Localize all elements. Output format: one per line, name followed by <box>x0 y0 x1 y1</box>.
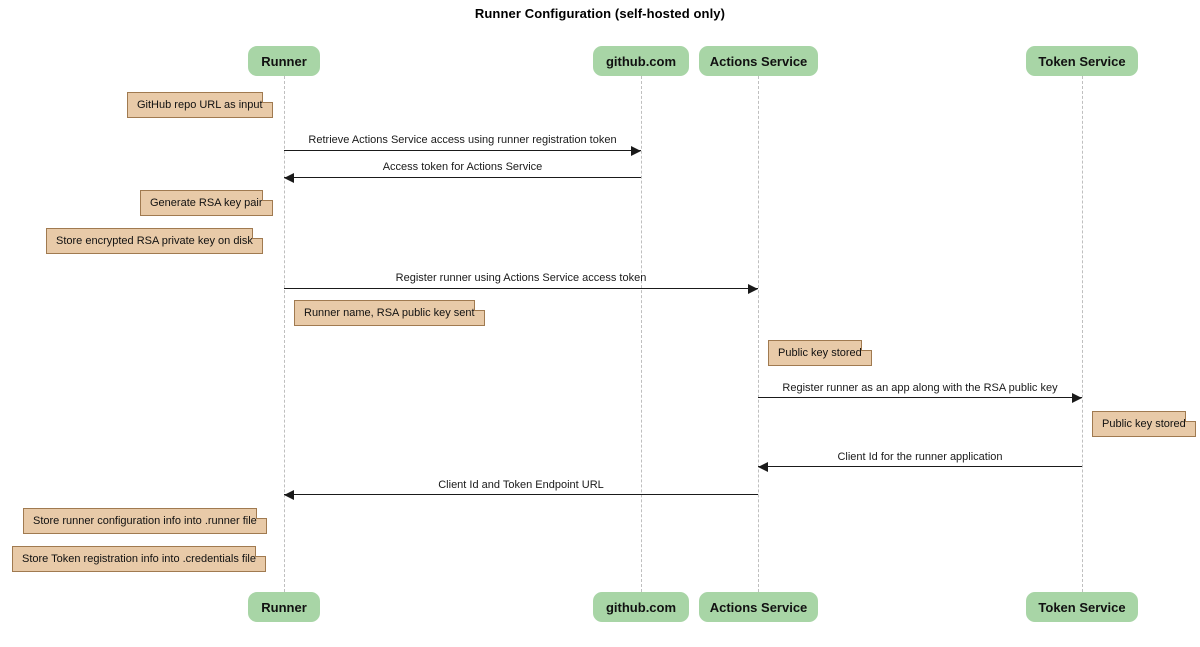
msg-client-id-label: Client Id for the runner application <box>837 451 1003 463</box>
msg-retrieve-actions-access-label: Retrieve Actions Service access using ru… <box>308 134 617 146</box>
note-fold-corner-icon <box>860 340 872 351</box>
msg-client-id-line <box>758 466 1082 467</box>
msg-client-id-token-endpoint-arrowhead <box>284 490 294 500</box>
lifeline-token <box>1082 76 1083 592</box>
msg-access-token-arrowhead <box>284 173 294 183</box>
lifeline-runner <box>284 76 285 592</box>
participant-label: Token Service <box>1038 599 1126 615</box>
participant-github-top[interactable]: github.com <box>593 46 689 76</box>
participant-token-top[interactable]: Token Service <box>1026 46 1138 76</box>
participant-label: Actions Service <box>709 53 808 69</box>
participant-actions-bottom[interactable]: Actions Service <box>699 592 818 622</box>
participant-runner-top[interactable]: Runner <box>248 46 320 76</box>
msg-register-runner-app-line <box>758 397 1082 398</box>
participant-actions-top[interactable]: Actions Service <box>699 46 818 76</box>
note-store-encrypted-rsa: Store encrypted RSA private key on disk <box>46 228 263 254</box>
msg-access-token-label: Access token for Actions Service <box>382 161 543 173</box>
note-text: GitHub repo URL as input <box>137 99 263 111</box>
lifeline-github <box>641 76 642 592</box>
note-text: Store encrypted RSA private key on disk <box>56 235 253 247</box>
note-public-key-stored-token: Public key stored <box>1092 411 1196 437</box>
lifeline-actions <box>758 76 759 592</box>
msg-client-id-token-endpoint-line <box>284 494 758 495</box>
note-github-repo-url: GitHub repo URL as input <box>127 92 273 118</box>
msg-register-runner-line <box>284 288 758 289</box>
note-runner-name-key: Runner name, RSA public key sent <box>294 300 485 326</box>
msg-register-runner-app-label: Register runner as an app along with the… <box>782 382 1058 394</box>
participant-runner-bottom[interactable]: Runner <box>248 592 320 622</box>
note-fold-corner-icon <box>251 228 263 239</box>
msg-register-runner-app-arrowhead <box>1072 393 1082 403</box>
note-text: Public key stored <box>778 347 862 359</box>
msg-retrieve-actions-access-line <box>284 150 641 151</box>
note-text: Store runner configuration info into .ru… <box>33 515 257 527</box>
note-store-token-reg: Store Token registration info into .cred… <box>12 546 266 572</box>
participant-label: Runner <box>261 53 307 69</box>
note-public-key-stored-actions: Public key stored <box>768 340 872 366</box>
note-fold-corner-icon <box>255 508 267 519</box>
msg-retrieve-actions-access-arrowhead <box>631 146 641 156</box>
participant-label: github.com <box>605 53 677 69</box>
note-generate-rsa: Generate RSA key pair <box>140 190 273 216</box>
note-text: Store Token registration info into .cred… <box>22 553 256 565</box>
page-title: Runner Configuration (self-hosted only) <box>474 6 726 21</box>
note-store-runner-config: Store runner configuration info into .ru… <box>23 508 267 534</box>
msg-register-runner-arrowhead <box>748 284 758 294</box>
participant-label: Runner <box>261 599 307 615</box>
note-fold-corner-icon <box>261 190 273 201</box>
msg-register-runner-label: Register runner using Actions Service ac… <box>395 272 647 284</box>
participant-github-bottom[interactable]: github.com <box>593 592 689 622</box>
note-text: Public key stored <box>1102 418 1186 430</box>
participant-token-bottom[interactable]: Token Service <box>1026 592 1138 622</box>
note-text: Runner name, RSA public key sent <box>304 307 475 319</box>
note-fold-corner-icon <box>254 546 266 557</box>
msg-client-id-arrowhead <box>758 462 768 472</box>
participant-label: Token Service <box>1038 53 1126 69</box>
participant-label: github.com <box>605 599 677 615</box>
note-fold-corner-icon <box>473 300 485 311</box>
msg-client-id-token-endpoint-label: Client Id and Token Endpoint URL <box>438 479 604 491</box>
msg-access-token-line <box>284 177 641 178</box>
note-fold-corner-icon <box>261 92 273 103</box>
participant-label: Actions Service <box>709 599 808 615</box>
note-fold-corner-icon <box>1184 411 1196 422</box>
note-text: Generate RSA key pair <box>150 197 263 209</box>
